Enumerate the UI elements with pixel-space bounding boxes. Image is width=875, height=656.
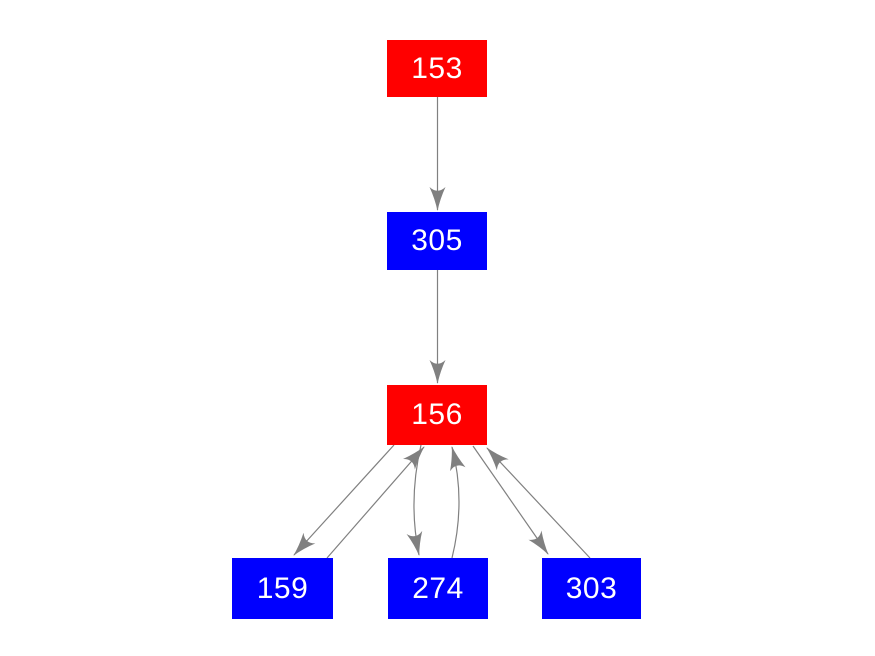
edge-159-to-156: [326, 446, 425, 559]
graph-node-156: 156: [387, 385, 487, 445]
graph-node-274: 274: [388, 558, 488, 619]
edge-156-to-159: [293, 444, 395, 556]
node-label: 159: [256, 571, 309, 605]
edge-274-to-156: [450, 446, 466, 559]
graph-node-303: 303: [542, 558, 641, 619]
node-label: 305: [411, 224, 463, 257]
edge-156-to-303: [472, 445, 549, 555]
graph-node-305: 305: [387, 212, 487, 270]
node-label: 274: [412, 571, 464, 605]
edge-156-to-274: [406, 444, 423, 556]
node-label: 153: [411, 51, 463, 85]
node-label: 303: [565, 571, 618, 605]
edges-group: [293, 97, 591, 559]
node-label: 156: [411, 398, 463, 431]
edge-303-to-156: [486, 447, 591, 559]
graph-node-153: 153: [387, 40, 487, 97]
graph-node-159: 159: [232, 558, 333, 619]
